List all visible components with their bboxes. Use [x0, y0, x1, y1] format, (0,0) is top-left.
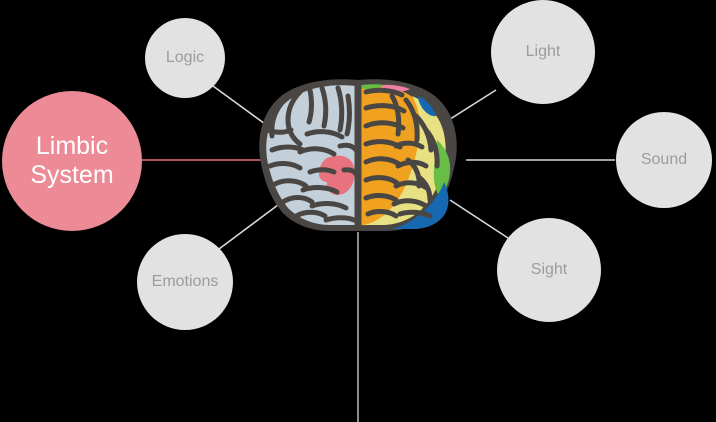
connector-sight-to-brain	[449, 199, 509, 239]
node-limbic-system[interactable]	[2, 91, 142, 231]
node-logic[interactable]	[145, 18, 225, 98]
node-light[interactable]	[491, 0, 595, 104]
right-hemisphere-blue-patch-upper	[418, 96, 436, 117]
limbic-region	[319, 155, 355, 195]
right-hemisphere-green-patch-top	[360, 84, 384, 90]
connector-emotions-to-brain	[218, 198, 287, 250]
node-emotions[interactable]	[137, 234, 233, 330]
node-sound[interactable]	[616, 112, 712, 208]
node-sight[interactable]	[497, 218, 601, 322]
right-hemisphere-blue-patch	[392, 182, 449, 229]
brain-group	[259, 79, 457, 231]
left-hemisphere-gyri	[265, 85, 359, 223]
right-hemisphere-gyri	[363, 87, 440, 219]
